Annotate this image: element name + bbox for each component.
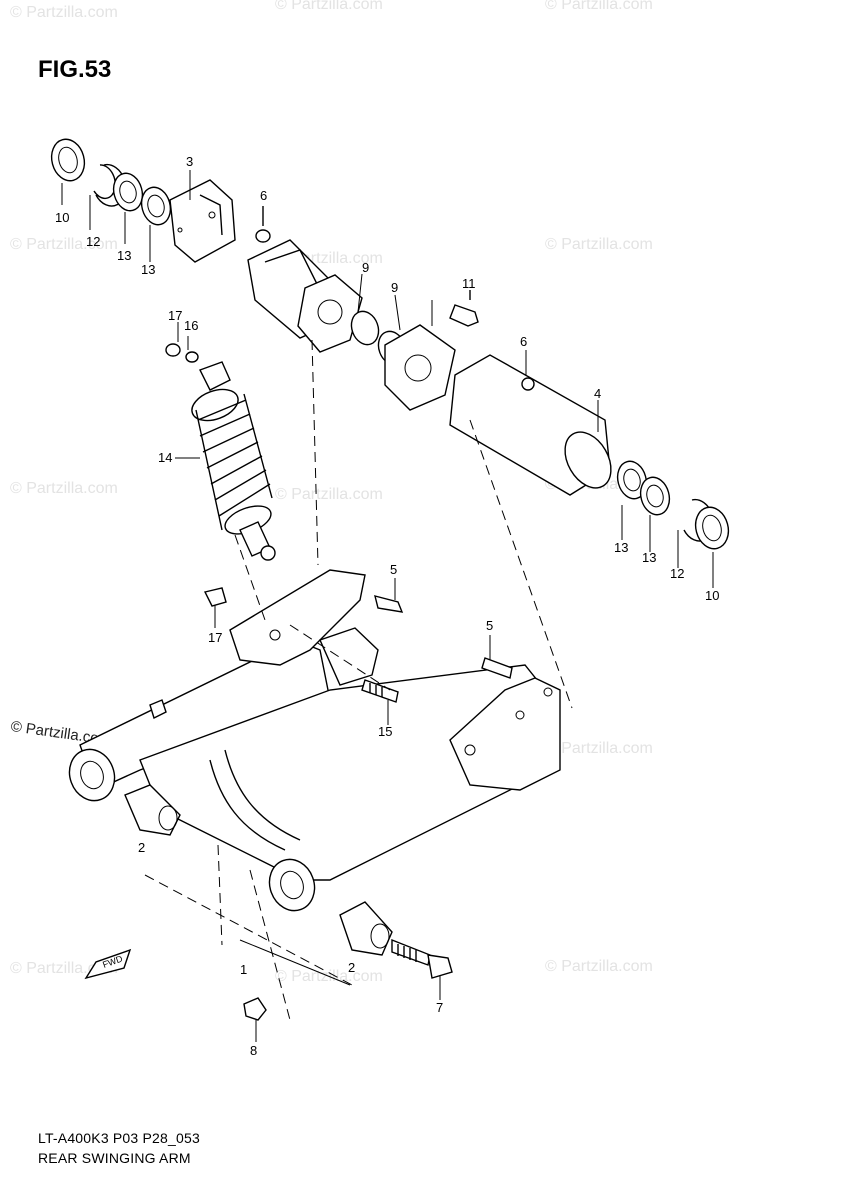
watermark: © Partzilla.com xyxy=(545,958,653,975)
bearing-right-a[interactable] xyxy=(614,458,651,502)
callout-label: 13 xyxy=(117,248,131,263)
callout-label: 16 xyxy=(184,318,198,333)
callout-label: 7 xyxy=(436,1000,443,1015)
bearing-left-a[interactable] xyxy=(110,170,147,214)
callout-label: 10 xyxy=(705,588,719,603)
watermark: © Partzilla.com xyxy=(10,4,118,21)
watermark: © Partzilla.com xyxy=(275,486,383,503)
watermark: © Partzilla.com xyxy=(275,0,383,13)
callout-label: 10 xyxy=(55,210,69,225)
callout-label: 11 xyxy=(462,276,476,291)
watermark: © Partzilla.com xyxy=(545,236,653,253)
bearing-left-b[interactable] xyxy=(138,184,175,228)
o-ring-9-left[interactable] xyxy=(347,308,383,349)
watermark: © Partzilla.com xyxy=(10,236,118,253)
nut-8[interactable] xyxy=(243,997,267,1021)
nut-17-upper[interactable] xyxy=(165,343,181,357)
rear-shock-absorber[interactable] xyxy=(188,361,276,561)
figure-name: REAR SWINGING ARM xyxy=(38,1150,191,1166)
callout-label: 17 xyxy=(168,308,182,323)
washer-16[interactable] xyxy=(185,351,199,363)
oil-seal-left[interactable] xyxy=(47,136,89,185)
callout-label: 13 xyxy=(614,540,628,555)
callout-label: 9 xyxy=(362,260,369,275)
callout-label: 8 xyxy=(250,1043,257,1058)
callout-label: 13 xyxy=(141,262,155,277)
callout-labels: 10 12 13 13 3 6 9 9 11 17 16 6 4 14 13 1… xyxy=(55,154,719,1058)
bushing-2-right[interactable] xyxy=(339,901,393,956)
callout-label: 6 xyxy=(260,188,267,203)
swing-arm[interactable] xyxy=(62,569,561,917)
bolt-6-upper[interactable] xyxy=(255,206,271,243)
callout-label: 9 xyxy=(391,280,398,295)
callout-label: 5 xyxy=(486,618,493,633)
watermark: © Partzilla.com xyxy=(545,0,653,13)
bushing-2-left[interactable] xyxy=(124,784,181,836)
callout-label: 6 xyxy=(520,334,527,349)
pivot-bolt-7[interactable] xyxy=(391,938,453,979)
nut-6-right[interactable] xyxy=(521,377,535,391)
callout-label: 15 xyxy=(378,724,392,739)
figure-title: FIG.53 xyxy=(38,56,112,83)
pivot-shaft-upper[interactable] xyxy=(247,239,363,353)
callout-label: 1 xyxy=(240,962,247,977)
bolt-11[interactable] xyxy=(449,290,479,327)
pivot-shaft-right[interactable] xyxy=(449,354,620,496)
callout-label: 2 xyxy=(348,960,355,975)
bolt-5-upper[interactable] xyxy=(374,595,404,613)
callout-label: 17 xyxy=(208,630,222,645)
callout-label: 14 xyxy=(158,450,172,465)
nut-17-lower[interactable] xyxy=(203,587,227,607)
figure-code: LT-A400K3 P03 P28_053 xyxy=(38,1130,200,1146)
callout-label: 12 xyxy=(670,566,684,581)
bolt-5-right[interactable] xyxy=(481,657,513,679)
callout-label: 4 xyxy=(594,386,601,401)
oil-seal-right[interactable] xyxy=(691,504,733,553)
pivot-sleeve-upper[interactable] xyxy=(169,179,236,263)
leader-lines xyxy=(61,170,714,1042)
watermark: © Partzilla.com xyxy=(10,480,118,497)
callout-label: 12 xyxy=(86,234,100,249)
forward-direction-arrow: FWD xyxy=(84,948,132,980)
callout-label: 3 xyxy=(186,154,193,169)
pivot-flange-right[interactable] xyxy=(384,324,456,411)
callout-label: 2 xyxy=(138,840,145,855)
bearing-right-b[interactable] xyxy=(637,474,674,518)
callout-label: 5 xyxy=(390,562,397,577)
watermark: © Partzilla.com xyxy=(545,740,653,757)
callout-label: 13 xyxy=(642,550,656,565)
